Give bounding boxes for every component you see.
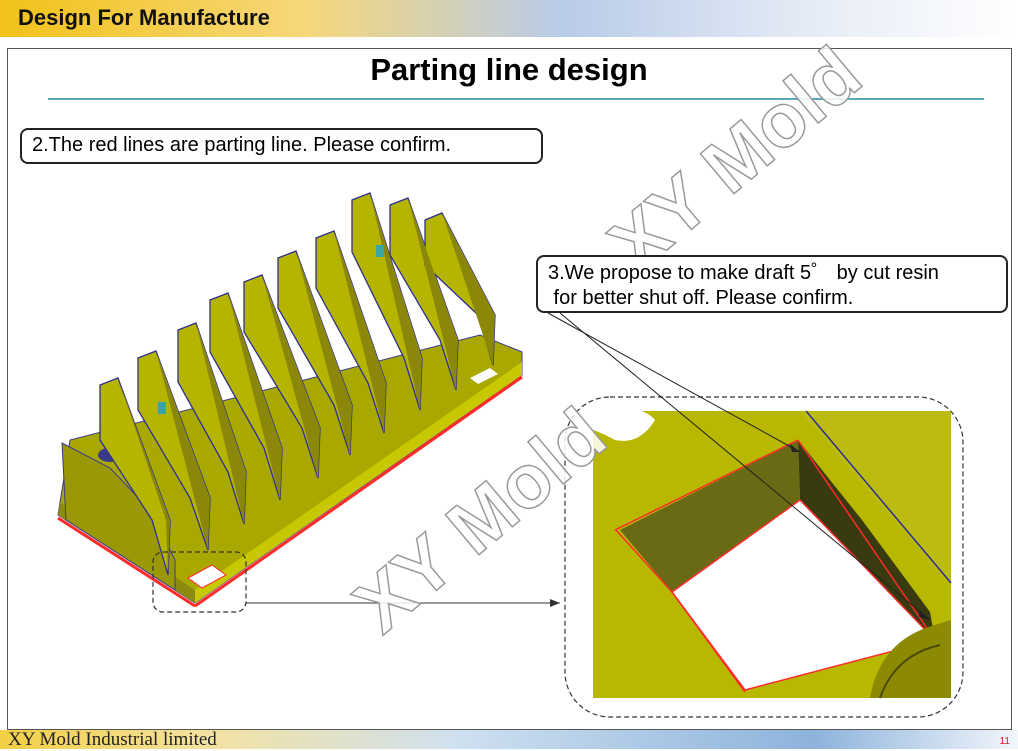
detail-selection — [152, 551, 247, 613]
callout-leader — [547, 312, 801, 453]
heat-sink-part — [57, 192, 523, 608]
callout-draft-note: 3.We propose to make draft 5゜ by cut res… — [536, 255, 1008, 313]
footer-bar — [0, 730, 1018, 749]
callout-text-line-2: for better shut off. Please confirm. — [548, 287, 854, 309]
header-title: Design For Manufacture — [18, 5, 270, 30]
parting-line — [194, 375, 523, 608]
zoom-detail-image — [593, 408, 952, 699]
header-bar: Design For Manufacture — [0, 0, 1018, 37]
callout-text: 2.The red lines are parting line. Please… — [32, 134, 452, 156]
slide-title: Parting line design — [370, 52, 648, 87]
callout-parting-line-note: 2.The red lines are parting line. Please… — [20, 128, 543, 164]
page-number: 11 — [999, 736, 1010, 747]
callout-text-line-1: 3.We propose to make draft 5゜ by cut res… — [548, 262, 939, 284]
callout-leader — [559, 312, 931, 621]
parting-line — [57, 516, 196, 608]
title-divider — [48, 98, 984, 100]
footer-company-name: XY Mold Industrial limited — [8, 729, 217, 750]
